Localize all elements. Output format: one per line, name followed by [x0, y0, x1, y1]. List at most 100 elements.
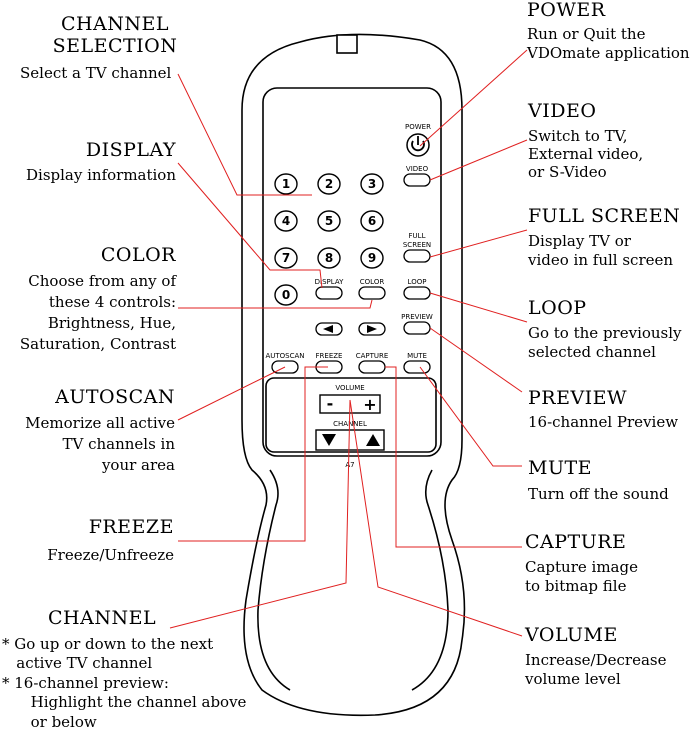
right-arrow-icon [367, 325, 377, 333]
volume-title: VOLUME [525, 624, 618, 646]
digit-label-7: 7 [282, 251, 290, 265]
capture-button[interactable] [358, 360, 386, 374]
leader-preview [429, 327, 523, 393]
display-button-label: DISPLAY [315, 278, 344, 286]
digit-label-4: 4 [282, 214, 290, 228]
color-button[interactable] [358, 286, 386, 300]
full-screen-title: FULL SCREEN [528, 205, 681, 227]
model-label: A7 [345, 461, 354, 469]
loop-button[interactable] [403, 286, 431, 300]
loop-title: LOOP [528, 297, 587, 319]
video-title: VIDEO [528, 100, 597, 122]
digit-button-6[interactable] [360, 210, 384, 232]
channel-left-button[interactable] [315, 322, 343, 336]
digit-button[interactable]: 8 [317, 247, 341, 269]
channel-selection-label: CHANNEL SELECTION Select a TV channel [20, 13, 210, 82]
channel-up-icon[interactable] [366, 434, 380, 446]
power-button[interactable] [406, 133, 430, 157]
leader-power [419, 49, 528, 147]
video-button-label: VIDEO [406, 165, 429, 173]
leader-loop [429, 292, 528, 323]
volume-plus-button[interactable]: + [363, 395, 376, 414]
autoscan-title: AUTOSCAN [55, 386, 175, 408]
digit-label-9: 9 [368, 251, 376, 265]
display-title: DISPLAY [85, 139, 176, 161]
digit-label-6: 6 [368, 214, 376, 228]
video-button[interactable] [403, 173, 431, 187]
full-screen-button[interactable] [403, 249, 431, 263]
channel-desc: * Go up or down to the next active TV ch… [2, 634, 247, 731]
autoscan-button[interactable] [271, 360, 299, 374]
digit-button-8[interactable] [317, 247, 341, 269]
full-screen-desc: Display TV or video in full screen [528, 231, 674, 269]
freeze-desc: Freeze/Unfreeze [47, 545, 174, 564]
digit-button[interactable]: 5 [317, 210, 341, 232]
volume-label: VOLUME Increase/Decrease volume level [525, 624, 688, 688]
digit-label-5: 5 [325, 214, 333, 228]
digit-button[interactable]: 4 [274, 210, 298, 232]
channel-selection-desc: Select a TV channel [20, 63, 172, 82]
digit-button-1[interactable] [274, 173, 298, 195]
mute-label: MUTE Turn off the sound [528, 457, 691, 503]
digit-button-5[interactable] [317, 210, 341, 232]
digit-button[interactable]: 0 [274, 284, 298, 306]
leader-channel-selection [177, 73, 312, 196]
mute-button[interactable] [403, 360, 431, 374]
color-desc: Choose from any of these 4 controls: Bri… [19, 271, 176, 353]
leader-autoscan [177, 366, 286, 421]
display-button[interactable] [315, 286, 343, 300]
display-label: DISPLAY Display information [0, 139, 176, 184]
digit-label-2: 2 [325, 177, 333, 191]
leader-display [177, 162, 323, 289]
digit-button-9[interactable] [360, 247, 384, 269]
remote-left-contour [257, 469, 291, 691]
color-label: COLOR Choose from any of these 4 control… [0, 244, 176, 355]
digit-button-7[interactable] [274, 247, 298, 269]
channel-right-button[interactable] [358, 322, 386, 336]
digit-label-8: 8 [325, 251, 333, 265]
preview-button-label: PREVIEW [401, 313, 433, 321]
capture-label: CAPTURE Capture image to bitmap file [525, 531, 688, 595]
left-arrow-icon [323, 325, 333, 333]
channel-selection-title: CHANNEL SELECTION [52, 13, 178, 57]
leader-freeze [178, 366, 328, 542]
channel-title: CHANNEL [48, 607, 157, 629]
digit-label-0: 0 [282, 288, 290, 302]
volume-minus-button[interactable]: - [327, 394, 334, 413]
digit-button-2[interactable] [317, 173, 341, 195]
digit-label-1: 1 [282, 177, 290, 191]
remote-body [241, 33, 466, 717]
full-screen-label: FULL SCREEN Display TV or video in full … [528, 205, 691, 269]
color-title: COLOR [100, 244, 176, 266]
autoscan-label: AUTOSCAN Memorize all active TV channels… [0, 386, 175, 476]
mute-desc: Turn off the sound [528, 484, 669, 503]
preview-button[interactable] [403, 321, 431, 335]
digit-button[interactable]: 3 [360, 173, 384, 195]
mute-button-label: MUTE [407, 352, 427, 360]
power-button-label: POWER [405, 123, 431, 131]
digit-button-4[interactable] [274, 210, 298, 232]
digit-button-0[interactable] [274, 284, 298, 306]
channel-down-icon[interactable] [322, 434, 336, 446]
digit-button[interactable]: 2 [317, 173, 341, 195]
screen-button-label: SCREEN [403, 241, 431, 249]
autoscan-button-label: AUTOSCAN [265, 352, 304, 360]
digit-button[interactable]: 9 [360, 247, 384, 269]
digit-button[interactable]: 6 [360, 210, 384, 232]
digit-button[interactable]: 7 [274, 247, 298, 269]
autoscan-desc: Memorize all active TV channels in your … [25, 413, 175, 474]
digit-label-3: 3 [368, 177, 376, 191]
digit-button-3[interactable] [360, 173, 384, 195]
video-desc: Switch to TV, External video, or S-Video [528, 126, 644, 181]
freeze-label: FREEZE Freeze/Unfreeze [0, 516, 174, 564]
volume-desc: Increase/Decrease volume level [525, 650, 667, 688]
preview-label: PREVIEW 16-channel Preview [528, 387, 691, 431]
channel-control[interactable] [315, 429, 385, 451]
power-label: POWER Run or Quit the VDOmate applicatio… [527, 0, 693, 64]
digit-button[interactable]: 1 [274, 173, 298, 195]
preview-title: PREVIEW [528, 387, 628, 409]
capture-desc: Capture image to bitmap file [525, 557, 638, 595]
preview-desc: 16-channel Preview [528, 412, 679, 431]
remote-right-contour [411, 469, 449, 691]
